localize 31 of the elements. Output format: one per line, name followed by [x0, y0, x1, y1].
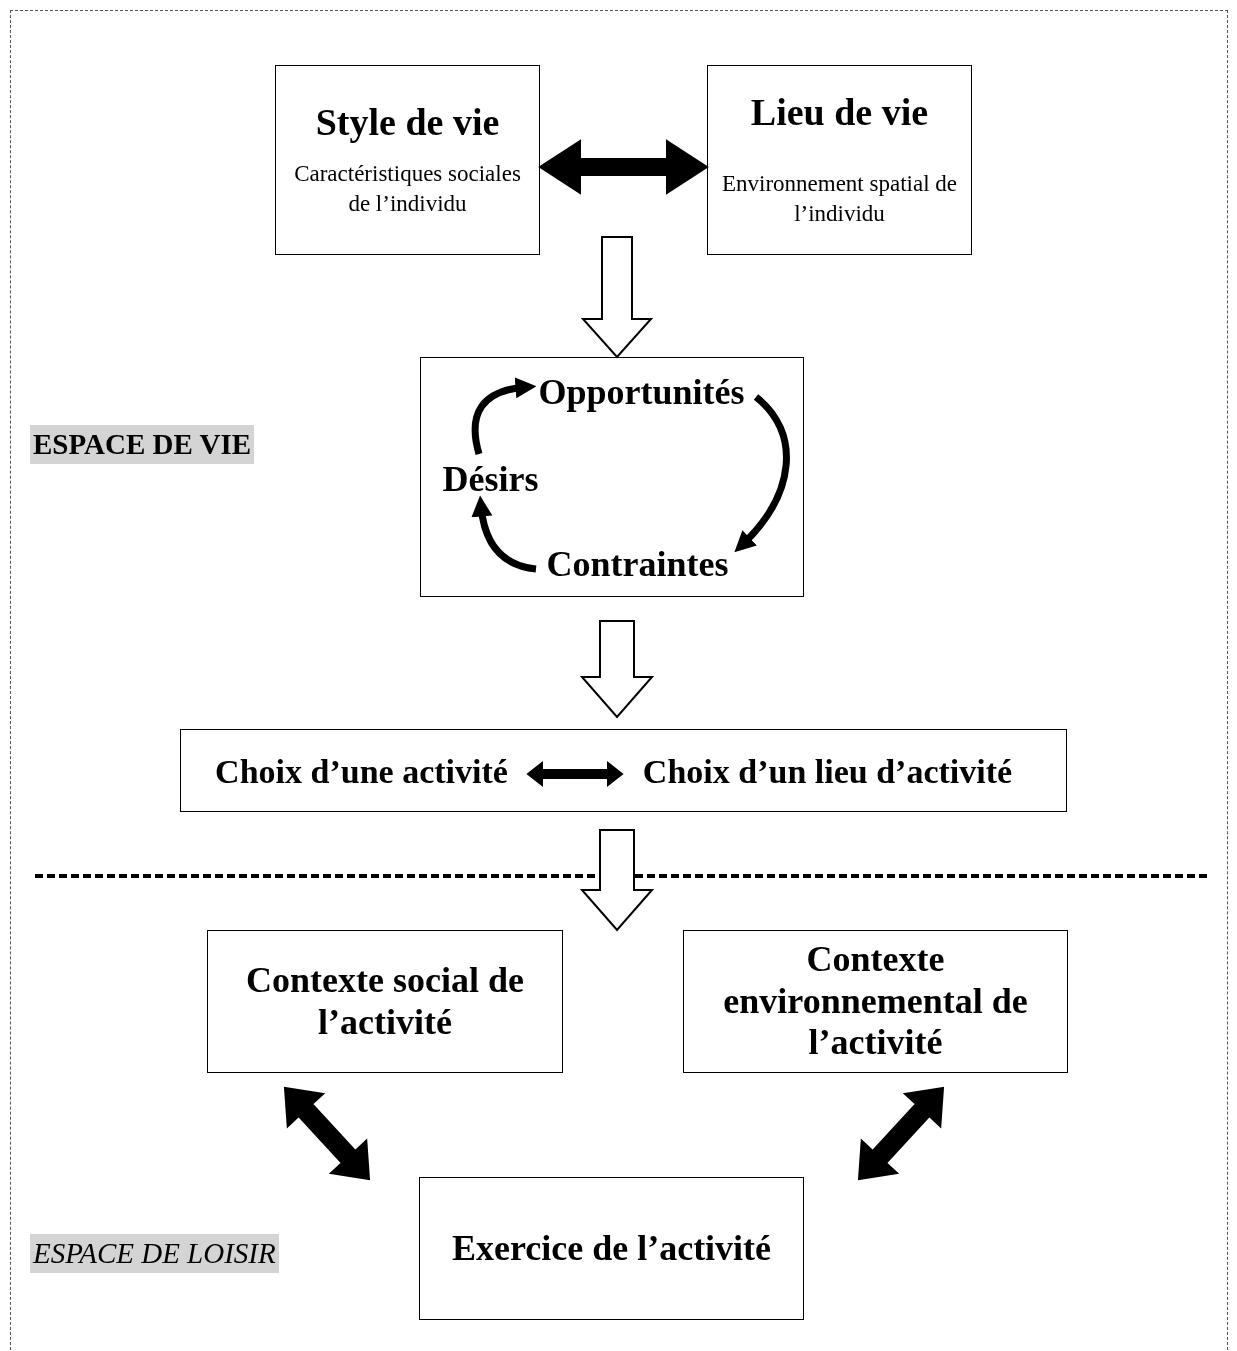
box-title: Exercice de l’activité [451, 1227, 772, 1270]
box-description: Environnement spatial de l’individu [720, 169, 958, 228]
box-title: Contexte environnemental de l’activité [722, 939, 1029, 1064]
frame-box [180, 729, 1067, 812]
box-description: Caractéristiques sociales de l’individu [293, 159, 522, 218]
double-arrow [283, 1086, 371, 1181]
process-box [207, 930, 563, 1073]
hollow-arrow [579, 829, 655, 932]
process-box [419, 1177, 804, 1320]
cycle-label: Contraintes [535, 542, 740, 585]
hollow-arrow [579, 620, 655, 719]
curved-arrow [734, 394, 790, 553]
process-box [707, 65, 972, 255]
double-arrow [526, 760, 624, 788]
double-arrow [857, 1086, 945, 1181]
cycle-label: Choix d’une activité [195, 749, 528, 794]
box-title: Lieu de vie [750, 91, 929, 135]
frame-box [420, 357, 804, 597]
zone-label: ESPACE DE LOISIR [30, 1234, 279, 1273]
cycle-label: Opportunités [527, 369, 756, 414]
hollow-arrow [580, 236, 654, 359]
curved-arrow [471, 495, 537, 573]
process-box [683, 930, 1068, 1073]
box-title: Contexte social de l’activité [245, 960, 525, 1043]
cycle-label: Choix d’un lieu d’activité [621, 749, 1034, 794]
box-title: Style de vie [315, 101, 500, 145]
double-arrow [538, 139, 709, 195]
process-box [275, 65, 540, 255]
zone-label: ESPACE DE VIE [30, 425, 255, 464]
curved-arrow [471, 377, 537, 455]
cycle-label: Désirs [435, 457, 546, 500]
